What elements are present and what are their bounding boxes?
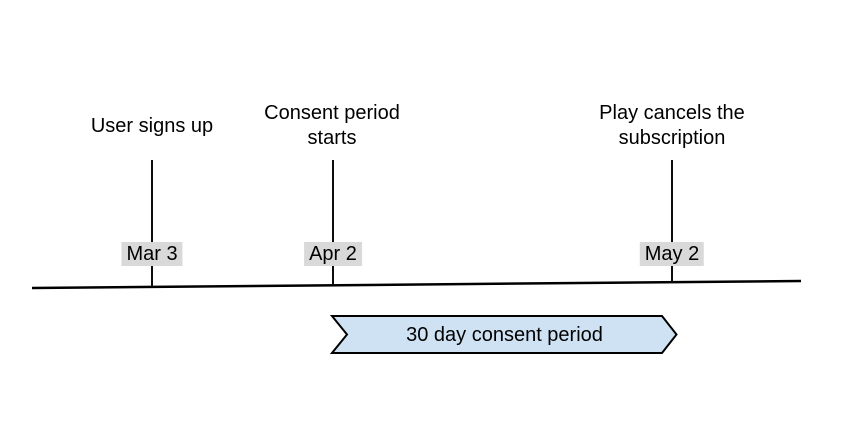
timeline-axis-line	[31, 279, 802, 290]
consent-period-banner-label: 30 day consent period	[406, 323, 603, 346]
event-tick-line	[332, 160, 334, 285]
event-label: Play cancels the subscription	[599, 102, 745, 149]
event-label: Consent period starts	[264, 102, 400, 149]
event-date-badge: May 2	[639, 242, 705, 266]
event-tick-line	[151, 160, 153, 287]
consent-period-arrow-shape	[329, 315, 678, 354]
event-date-badge: Apr 2	[304, 242, 362, 266]
event-date-badge: Mar 3	[121, 242, 183, 266]
event-label: User signs up	[90, 114, 214, 137]
event-tick-line	[671, 160, 673, 282]
